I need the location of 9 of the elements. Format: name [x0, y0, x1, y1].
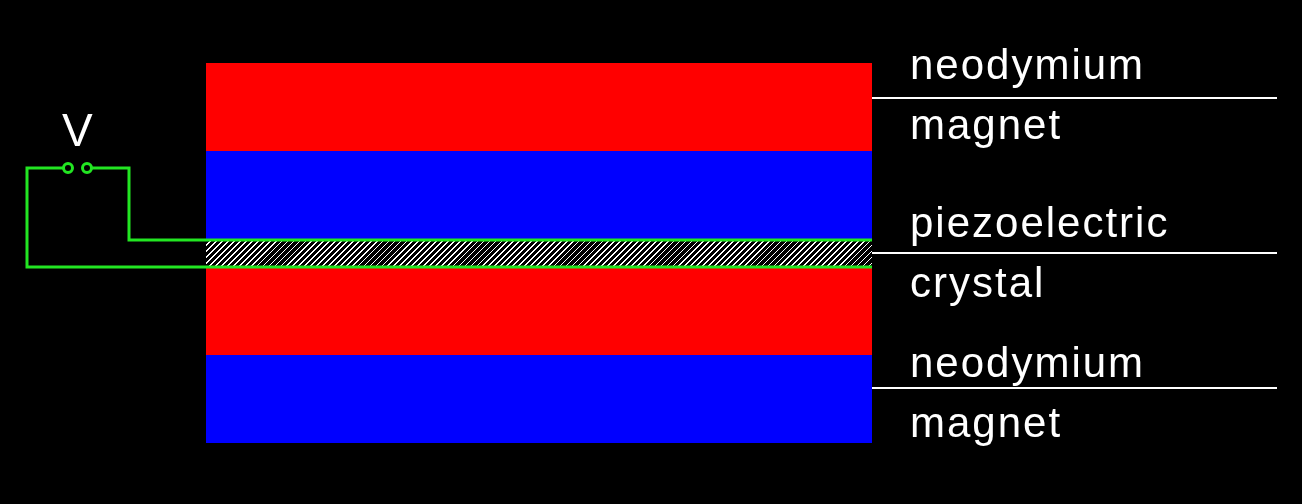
voltage-label: V	[62, 107, 93, 153]
leader-line	[871, 387, 911, 389]
magnet-block	[206, 63, 872, 240]
leader-line	[871, 252, 911, 254]
part-label: neodymium magnet	[910, 35, 1277, 155]
part-label: neodymium magnet	[910, 333, 1277, 453]
magnet-block	[206, 268, 872, 443]
part-label: piezoelectric crystal	[910, 193, 1277, 313]
leader-line	[871, 97, 911, 99]
